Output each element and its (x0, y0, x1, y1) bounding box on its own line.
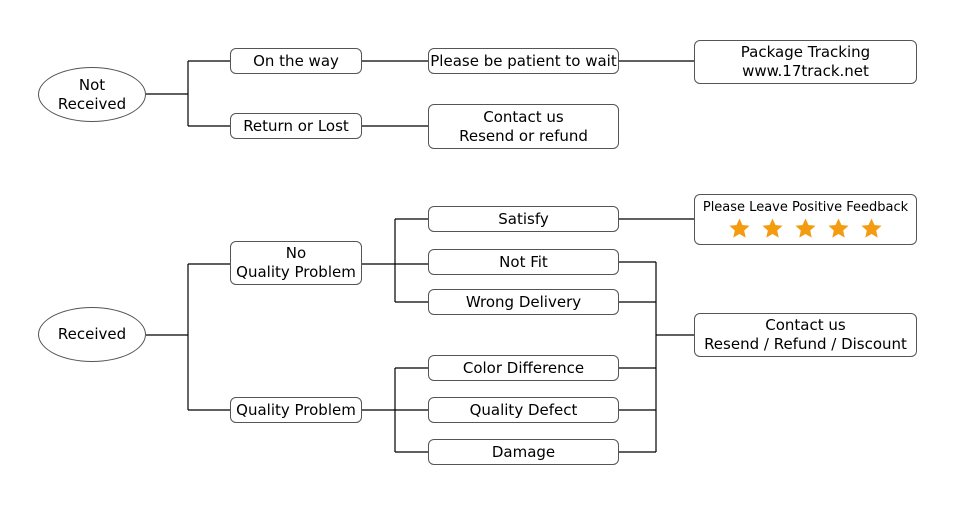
contact-resend-refund-node: Contact us Resend or refund (428, 104, 619, 149)
star-icon (728, 217, 751, 240)
not-fit-node: Not Fit (428, 249, 619, 275)
not-received-label-line-2: Received (57, 94, 127, 113)
damage-label: Damage (491, 442, 556, 461)
no-quality-problem-node: No Quality Problem (230, 241, 362, 285)
resend-refund-discount-label: Resend / Refund / Discount (704, 335, 907, 353)
star-icon (827, 217, 850, 240)
no-quality-problem-label: Quality Problem (236, 263, 356, 281)
satisfy-node: Satisfy (428, 206, 619, 232)
return-or-lost-node: Return or Lost (230, 113, 362, 139)
contact-resend-refund-discount-node: Contact us Resend / Refund / Discount (694, 313, 917, 357)
received-node: Received (38, 307, 146, 362)
star-icon (860, 217, 883, 240)
not-received-label-line-1: Not (78, 75, 106, 94)
on-the-way-label: On the way (253, 51, 339, 70)
package-tracking-node: Package Tracking www.17track.net (694, 40, 917, 84)
color-difference-label: Color Difference (462, 358, 585, 377)
resend-or-refund-label: Resend or refund (459, 126, 588, 145)
no-label: No (285, 244, 307, 262)
satisfy-label: Satisfy (498, 209, 549, 228)
rating-stars (728, 217, 883, 240)
quality-defect-label: Quality Defect (469, 400, 578, 419)
quality-defect-node: Quality Defect (428, 397, 619, 423)
received-label: Received (57, 325, 127, 343)
positive-feedback-node: Please Leave Positive Feedback (694, 194, 917, 245)
contact-us-label: Contact us (483, 107, 564, 126)
color-difference-node: Color Difference (428, 355, 619, 381)
patient-wait-node: Please be patient to wait (428, 48, 619, 74)
not-fit-label: Not Fit (499, 252, 548, 271)
on-the-way-node: On the way (230, 48, 362, 74)
return-or-lost-label: Return or Lost (243, 116, 349, 135)
star-icon (794, 217, 817, 240)
quality-problem-node: Quality Problem (230, 397, 362, 423)
quality-problem-label: Quality Problem (236, 400, 356, 419)
wrong-delivery-label: Wrong Delivery (465, 292, 582, 311)
not-received-node: Not Received (38, 67, 146, 122)
contact-us-label: Contact us (765, 316, 846, 334)
star-icon (761, 217, 784, 240)
damage-node: Damage (428, 439, 619, 465)
wrong-delivery-node: Wrong Delivery (428, 289, 619, 315)
positive-feedback-label: Please Leave Positive Feedback (702, 200, 909, 215)
package-tracking-label: Package Tracking (740, 43, 871, 61)
tracking-url-label: www.17track.net (742, 62, 869, 80)
patient-wait-label: Please be patient to wait (430, 51, 617, 70)
